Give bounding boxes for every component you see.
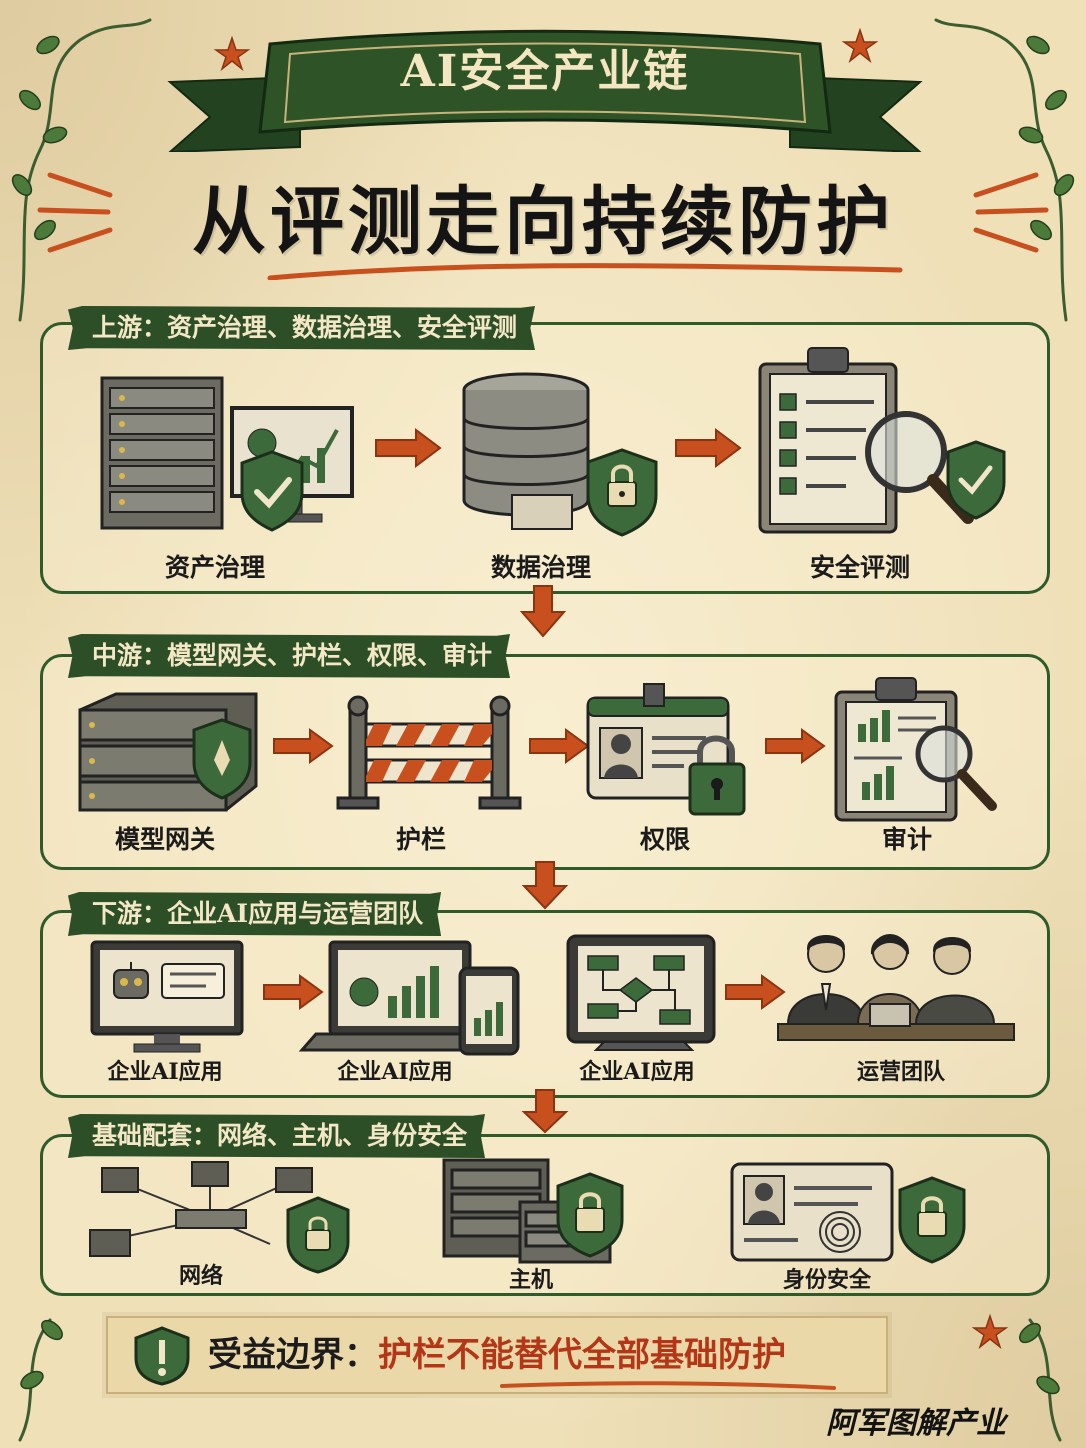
audit-clipboard-icon <box>834 677 997 822</box>
benefit-value: 护栏不能替代全部基础防护 <box>378 1335 786 1375</box>
chatbot-monitor-icon <box>90 940 244 1053</box>
arrow-right-icon <box>273 728 334 764</box>
arrow-right-icon <box>529 728 590 764</box>
item-label-host: 主机 <box>508 1267 553 1293</box>
laptop-phone-icon <box>298 940 520 1056</box>
shield-alert-icon <box>134 1326 190 1386</box>
signature: 阿军图解产业 <box>826 1406 1006 1441</box>
arrow-down-icon <box>521 1089 569 1134</box>
item-label-operations-team: 运营团队 <box>856 1059 945 1085</box>
item-label-permission: 权限 <box>639 825 690 854</box>
section-label-upstream: 上游：资产治理、数据治理、安全评测 <box>68 306 536 350</box>
host-lock-icon <box>442 1158 624 1264</box>
gateway-shield-icon <box>78 692 258 812</box>
arrow-right-icon <box>765 728 826 764</box>
item-label-security-evaluation: 安全评测 <box>809 553 910 582</box>
database-lock-icon <box>462 372 658 537</box>
benefit-text: 受益边界：护栏不能替代全部基础防护 <box>208 1330 786 1380</box>
item-label-network: 网络 <box>178 1263 223 1289</box>
identity-fingerprint-icon <box>730 1162 966 1264</box>
arrow-down-icon <box>521 861 569 910</box>
server-monitor-shield-icon <box>100 376 354 532</box>
team-icon <box>777 934 1015 1041</box>
barrier-icon <box>336 695 522 810</box>
item-label-enterprise-ai-app-1: 企业AI应用 <box>107 1059 223 1085</box>
id-badge-lock-icon <box>586 683 746 816</box>
item-label-asset-governance: 资产治理 <box>164 553 265 582</box>
item-label-guardrail: 护栏 <box>395 825 446 854</box>
arrow-right-icon <box>675 428 742 468</box>
benefit-label: 受益边界： <box>208 1335 378 1375</box>
section-label-downstream: 下游：企业AI应用与运营团队 <box>68 892 442 936</box>
tablet-flowchart-icon <box>566 934 716 1051</box>
arrow-right-icon <box>263 974 324 1010</box>
section-label-infrastructure: 基础配套：网络、主机、身份安全 <box>68 1114 486 1158</box>
item-label-model-gateway: 模型网关 <box>114 825 215 854</box>
item-label-data-governance: 数据治理 <box>490 553 591 582</box>
section-label-midstream: 中游：模型网关、护栏、权限、审计 <box>68 634 511 678</box>
item-label-enterprise-ai-app-3: 企业AI应用 <box>579 1059 695 1085</box>
title-ribbon <box>167 29 923 152</box>
title-accent-strokes <box>37 172 1049 280</box>
arrow-down-icon <box>519 585 567 638</box>
network-shield-icon <box>89 1161 350 1274</box>
item-label-identity-security: 身份安全 <box>782 1267 871 1293</box>
clipboard-magnifier-icon <box>758 347 1006 534</box>
benefit-banner: 受益边界：护栏不能替代全部基础防护 <box>106 1316 888 1394</box>
arrow-right-icon <box>725 974 786 1010</box>
item-label-enterprise-ai-app-2: 企业AI应用 <box>337 1059 453 1085</box>
benefit-underline <box>500 1381 836 1390</box>
item-label-audit: 审计 <box>881 825 932 854</box>
main-title: 从评测走向持续防护 <box>192 179 894 265</box>
arrow-right-icon <box>375 428 442 468</box>
ribbon-title: AI安全产业链 <box>400 46 690 97</box>
